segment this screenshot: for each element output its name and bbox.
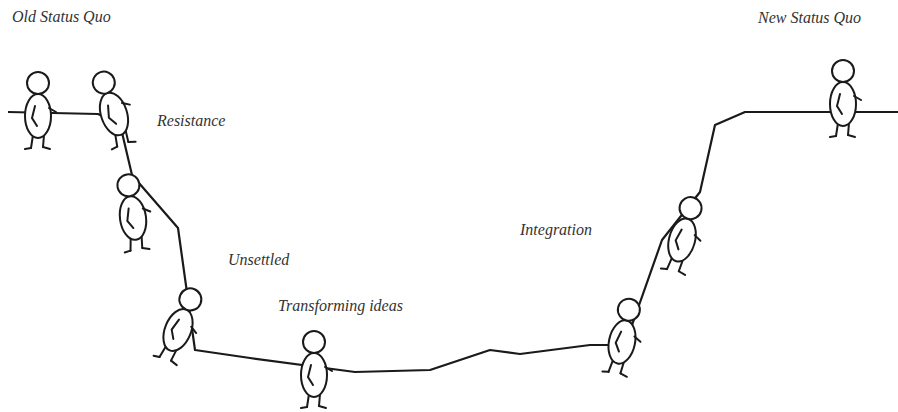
stage-label: Unsettled <box>228 251 289 269</box>
stage-label: Integration <box>520 221 592 239</box>
stick-figure <box>301 331 332 408</box>
stick-figure <box>661 194 711 276</box>
stick-figure <box>830 60 861 137</box>
stick-figure <box>602 296 648 378</box>
stick-figure <box>25 72 56 149</box>
stage-label: New Status Quo <box>758 9 861 27</box>
stage-label: Resistance <box>157 112 225 130</box>
stick-figure <box>114 172 155 253</box>
stick-figure <box>154 284 212 367</box>
stick-figure <box>88 67 141 150</box>
valley-path <box>8 112 898 372</box>
stage-label: Old Status Quo <box>12 8 111 26</box>
stage-label: Transforming ideas <box>278 297 403 315</box>
